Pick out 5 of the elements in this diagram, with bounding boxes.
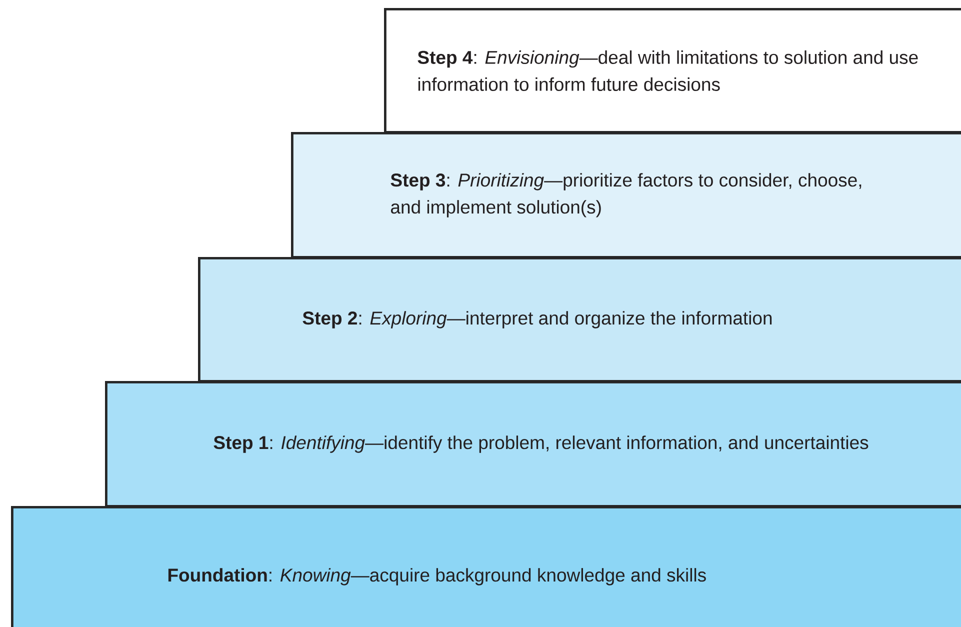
step-box: Step 4: Envisioning—deal with limitations to solution and use information to inform future decisions [384, 8, 961, 134]
step-box: Step 1: Identifying—identify the problem, relevant information, and uncertainties [105, 381, 961, 508]
step-box: Foundation: Knowing—acquire background knowledge and skills [11, 506, 961, 627]
step-box: Step 3: Prioritizing—prioritize factors to consider, choose, and implement solution(s) [291, 132, 961, 258]
step-box: Step 2: Exploring—interpret and organize the information [198, 257, 961, 382]
